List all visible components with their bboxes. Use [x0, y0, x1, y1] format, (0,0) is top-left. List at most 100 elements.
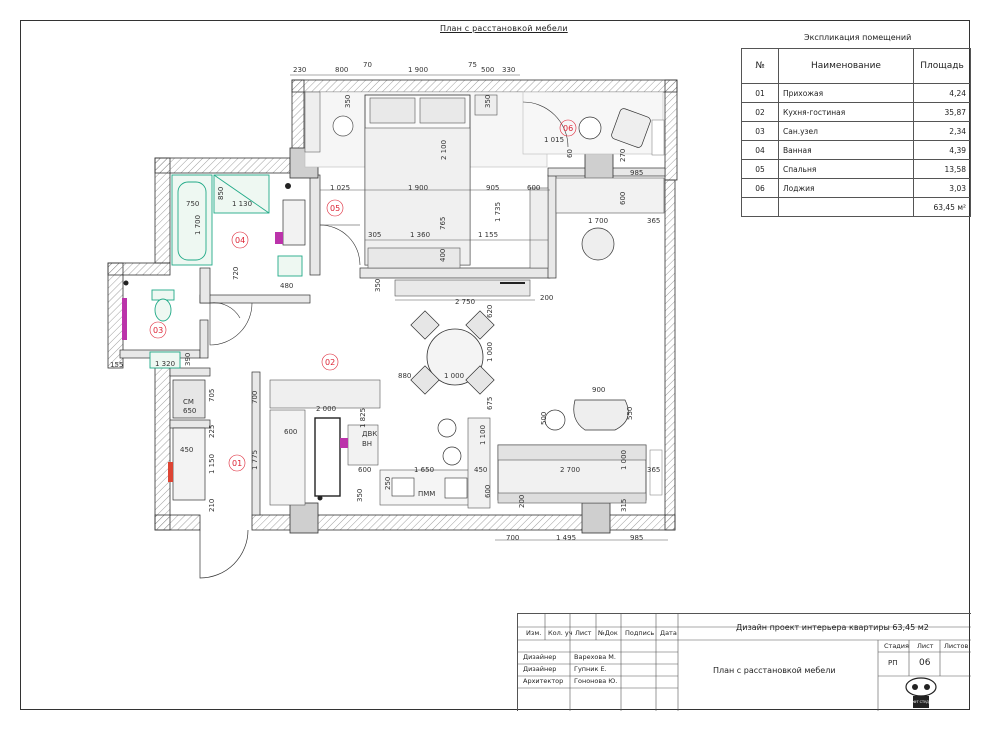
- wall-bottom-hall: [154, 514, 201, 531]
- svg-text:700: 700: [251, 391, 259, 404]
- coffee-table: [544, 409, 566, 431]
- svg-text:350: 350: [356, 489, 364, 502]
- pillow-left: [369, 97, 416, 124]
- svg-text:1 700: 1 700: [194, 215, 202, 235]
- room-04-label: 04: [235, 236, 245, 245]
- svg-text:1 650: 1 650: [414, 466, 434, 474]
- explication-title: Экспликация помещений: [804, 33, 912, 42]
- loggia-wardrobe: [555, 177, 665, 214]
- svg-text:450: 450: [474, 466, 487, 474]
- svg-text:315: 315: [620, 499, 628, 512]
- svg-text:1 825: 1 825: [359, 408, 367, 428]
- svg-text:200: 200: [518, 495, 526, 508]
- svg-text:550: 550: [626, 407, 634, 420]
- svg-text:365: 365: [647, 217, 660, 225]
- sheet-label: Лист: [917, 642, 934, 650]
- svg-text:800: 800: [335, 66, 348, 74]
- drawing-frame: [20, 20, 970, 710]
- wall-right-loggia: [664, 79, 678, 181]
- svg-text:390: 390: [184, 353, 192, 366]
- bedside-lamp: [332, 115, 354, 137]
- svg-text:600: 600: [484, 485, 492, 498]
- svg-text:750: 750: [186, 200, 199, 208]
- wc-shower-tray: [149, 351, 181, 369]
- explication-header-area: Площадь: [913, 48, 971, 84]
- svg-text:155: 155: [110, 361, 123, 369]
- dining-chairs: [410, 310, 495, 395]
- svg-text:880: 880: [398, 372, 411, 380]
- bedroom-wardrobe: [304, 91, 321, 153]
- explication-header-name: Наименование: [778, 48, 914, 84]
- dishwasher-label: ПММ: [418, 490, 435, 498]
- svg-text:1 495: 1 495: [556, 534, 576, 542]
- svg-text:365: 365: [647, 466, 660, 474]
- svg-text:675: 675: [486, 397, 494, 410]
- svg-text:1 000: 1 000: [620, 450, 628, 470]
- total-area: 63,45 м²: [913, 197, 971, 217]
- stamp-role: Дизайнер: [523, 653, 557, 661]
- kitchen-socket-icon: [340, 438, 348, 448]
- svg-text:60: 60: [566, 149, 574, 158]
- dimensions-kitchen: 2 000 1 825 600 600 1 650 1 100 450 600 …: [284, 405, 492, 502]
- svg-text:70: 70: [363, 61, 372, 69]
- room-02-label: 02: [325, 358, 335, 367]
- svg-text:1 130: 1 130: [232, 200, 252, 208]
- room-01-label: 01: [232, 459, 242, 468]
- window-loggia: [651, 119, 665, 156]
- wall-left-bath: [154, 157, 171, 264]
- svg-text:985: 985: [630, 534, 643, 542]
- table-row-total: 63,45 м²: [741, 197, 971, 217]
- stage-label: Стадия: [884, 642, 909, 650]
- svg-text:600: 600: [358, 466, 371, 474]
- room-03-label: 03: [153, 326, 163, 335]
- dimensions-hall: 650 705 700 225 450 1 150 1 775 210: [180, 389, 259, 512]
- svg-text:1 735: 1 735: [494, 202, 502, 222]
- room-06-label: 06: [563, 124, 573, 133]
- hall-wardrobe: [172, 427, 206, 501]
- dimension-lines: [290, 74, 668, 541]
- svg-text:1 015: 1 015: [544, 136, 564, 144]
- dimensions-wc: 1 320 390 155 350: [110, 279, 382, 369]
- svg-text:985: 985: [630, 169, 643, 177]
- svg-text:900: 900: [592, 386, 605, 394]
- logo-text: ЛОФТ СТУДИЯ: [908, 700, 934, 704]
- loggia-door: [522, 101, 569, 148]
- svg-text:350: 350: [484, 95, 492, 108]
- stamp-col-date: Дата: [660, 629, 677, 637]
- room-numbers: 01 02 03 04 05 06: [149, 119, 577, 472]
- stamp-col-list: Лист: [575, 629, 592, 637]
- bathtub: [171, 174, 213, 266]
- bedroom-closet: [529, 187, 549, 269]
- stamp-col-kol: Кол. уч: [548, 629, 573, 637]
- tv-stand: [394, 279, 531, 297]
- svg-text:1 900: 1 900: [408, 66, 428, 74]
- stage-value: РП: [888, 659, 898, 667]
- hall-radiator: [168, 462, 173, 482]
- explication-header-row: № Наименование Площадь: [741, 48, 971, 84]
- bathroom-fixtures: [149, 174, 303, 369]
- bedroom-dresser: [367, 247, 461, 269]
- stamp-person: Варехова М.: [574, 653, 616, 661]
- wc-fixtures: [151, 289, 175, 322]
- toilet: [154, 298, 172, 322]
- wall-top-wc: [107, 262, 171, 276]
- explication-header-num: №: [741, 48, 779, 84]
- wall-top: [291, 79, 678, 93]
- living-armchair: [573, 399, 629, 431]
- svg-text:1 100: 1 100: [479, 425, 487, 445]
- svg-text:225: 225: [208, 425, 216, 438]
- svg-text:600: 600: [527, 184, 540, 192]
- studio-logo-icon: ЛОФТ СТУДИЯ: [905, 677, 937, 708]
- row-area: 3,03: [913, 178, 971, 198]
- svg-text:270: 270: [619, 149, 627, 162]
- appliance-labels: СМ ПММ ДВК ВН: [183, 398, 435, 498]
- dimensions-living: 2 750 200 620 1 000 1 000 880 675 900 55…: [398, 294, 660, 512]
- stamp-role: Архитектор: [523, 677, 564, 685]
- svg-text:350: 350: [374, 279, 382, 292]
- pillow-right: [419, 97, 466, 124]
- svg-text:1 320: 1 320: [155, 360, 175, 368]
- bath-door: [209, 302, 253, 346]
- bar-stool-1: [437, 418, 457, 438]
